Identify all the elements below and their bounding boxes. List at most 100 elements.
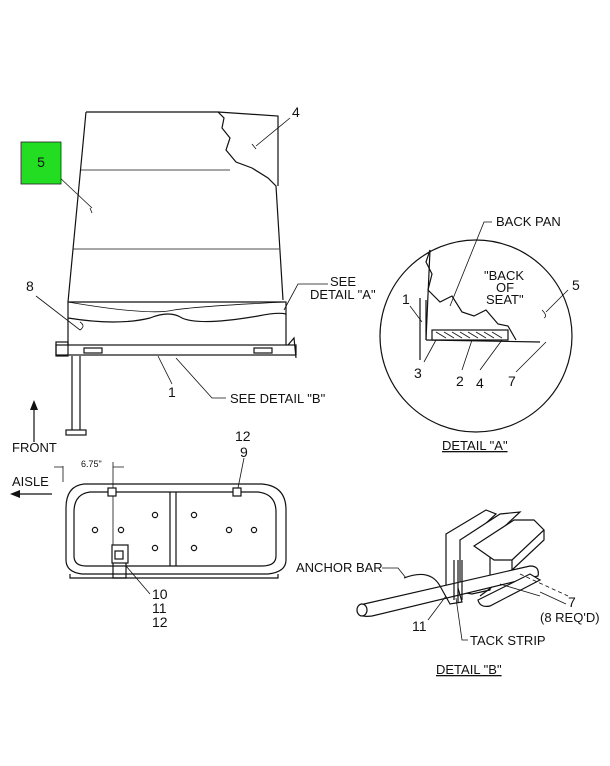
detail-b-req-label: (8 REQ'D) — [540, 610, 600, 625]
aisle-arrow-head — [10, 490, 20, 498]
hole — [190, 511, 198, 519]
dim-label-bg — [78, 458, 108, 469]
leader-5-tick — [89, 207, 93, 214]
callout-1-main: 1 — [168, 384, 176, 400]
detail-b-callout-7: 7 — [568, 594, 576, 610]
seat-base-bracket — [55, 341, 69, 357]
detail-a-view — [379, 221, 573, 433]
callout-11-bottom: 11 — [152, 600, 167, 616]
detail-b-leader-7 — [539, 591, 567, 605]
detail-a-seat-edge — [425, 249, 517, 341]
detail-b-title: DETAIL "B" — [436, 662, 502, 677]
detail-a-frame-1 — [419, 298, 427, 360]
detail-b-leader-tack — [455, 597, 468, 641]
callout-10: 10 — [152, 586, 168, 602]
detail-b-tack-strip-label: TACK STRIP — [470, 633, 546, 648]
front-arrow-head — [30, 400, 38, 410]
seat-leg-foot — [65, 429, 87, 436]
callout-12-top: 12 — [235, 428, 251, 444]
seat-base-clip — [287, 336, 297, 359]
hole — [117, 526, 125, 534]
callout-8: 8 — [26, 278, 34, 294]
hole — [151, 511, 159, 519]
anchor-tab — [112, 563, 127, 579]
detail-a-callout-2: 2 — [456, 373, 464, 389]
detail-a-callout-5: 5 — [572, 277, 580, 293]
detail-a-callout-4: 4 — [476, 375, 484, 391]
see-detail-a-line2: DETAIL "A" — [310, 287, 376, 302]
hole — [190, 544, 198, 552]
leader-5 — [57, 175, 93, 209]
detail-a-leader-4 — [479, 339, 503, 371]
leader-4-tick — [251, 143, 257, 150]
leader-detail-a — [283, 283, 328, 311]
top-view-inner — [73, 491, 277, 567]
callout-12-bottom: 12 — [152, 614, 168, 630]
detail-b-anchor-bar-end — [356, 603, 368, 617]
leader-4 — [255, 117, 291, 147]
detail-a-title: DETAIL "A" — [442, 438, 508, 453]
detail-b-fabric-wrap — [403, 573, 463, 605]
seat-side-frame — [67, 314, 287, 345]
detail-a-callout-3: 3 — [414, 365, 422, 381]
detail-b-tack-strip-lines — [453, 560, 463, 602]
top-view-bottom-rail — [69, 574, 279, 579]
detail-a-back-pan — [425, 249, 431, 341]
see-detail-a-line1: SEE — [330, 274, 356, 289]
seat-base-slot-2 — [253, 347, 273, 354]
seat-leg — [71, 356, 81, 430]
seat-main-view — [30, 111, 328, 442]
seat-cushion-edge — [67, 301, 287, 323]
seat-base-slot-1 — [83, 347, 103, 354]
detail-a-hatch — [435, 331, 503, 339]
detail-a-back-of-seat-1: "BACK — [484, 268, 524, 283]
leader-1-main — [157, 355, 173, 385]
seat-cushion-curve — [67, 301, 287, 313]
clip-left — [107, 487, 117, 497]
leader-detail-b — [175, 357, 226, 399]
detail-b-fastener-dash — [519, 573, 569, 597]
detail-a-bottom-rail — [425, 339, 541, 343]
detail-a-leader-5 — [545, 289, 569, 313]
detail-b-bar-2 — [477, 573, 542, 607]
detail-a-leader-7 — [515, 341, 547, 373]
seat-back-outline — [67, 111, 284, 303]
dim-675-label: 6.75" — [81, 459, 102, 469]
detail-a-back-of-seat-3: SEAT" — [486, 292, 524, 307]
top-view-outer — [65, 483, 287, 575]
callout-4-top: 4 — [292, 104, 300, 120]
detail-a-back-pan-label: BACK PAN — [496, 214, 561, 229]
detail-b-anchor-bar-label: ANCHOR BAR — [296, 560, 383, 575]
highlight-box-5 — [20, 141, 62, 185]
callout-5-highlight: 5 — [37, 154, 45, 170]
detail-a-leader-2 — [461, 339, 473, 371]
see-detail-b-label: SEE DETAIL "B" — [230, 391, 326, 406]
detail-b-view — [356, 509, 569, 641]
detail-b-leader-anchor — [382, 567, 407, 579]
detail-a-callout-7: 7 — [508, 373, 516, 389]
detail-a-tack-strip — [431, 329, 509, 341]
detail-a-leader-3 — [423, 339, 437, 363]
callout-9: 9 — [240, 444, 248, 460]
anchor-block-inner — [114, 550, 124, 560]
aisle-label: AISLE — [12, 474, 49, 489]
detail-a-back-of-seat-2: OF — [496, 280, 514, 295]
seat-top-view: AISLE 6.75" — [10, 457, 287, 595]
leader-8 — [35, 295, 84, 331]
seat-break-line — [217, 111, 279, 186]
detail-a-leader-1 — [409, 305, 423, 323]
leader-9 — [237, 457, 245, 489]
detail-a-circle — [379, 239, 573, 433]
leader-10 — [125, 565, 151, 595]
detail-b-leader-11 — [427, 595, 447, 621]
front-label: FRONT — [12, 440, 57, 455]
clip-right — [232, 487, 242, 497]
detail-a-leader-backpan — [449, 221, 492, 307]
hole — [151, 544, 159, 552]
detail-b-fastener — [499, 583, 541, 597]
detail-a-leader-5-tick — [541, 309, 546, 319]
hole — [91, 526, 99, 534]
detail-a-callout-1: 1 — [402, 291, 410, 307]
